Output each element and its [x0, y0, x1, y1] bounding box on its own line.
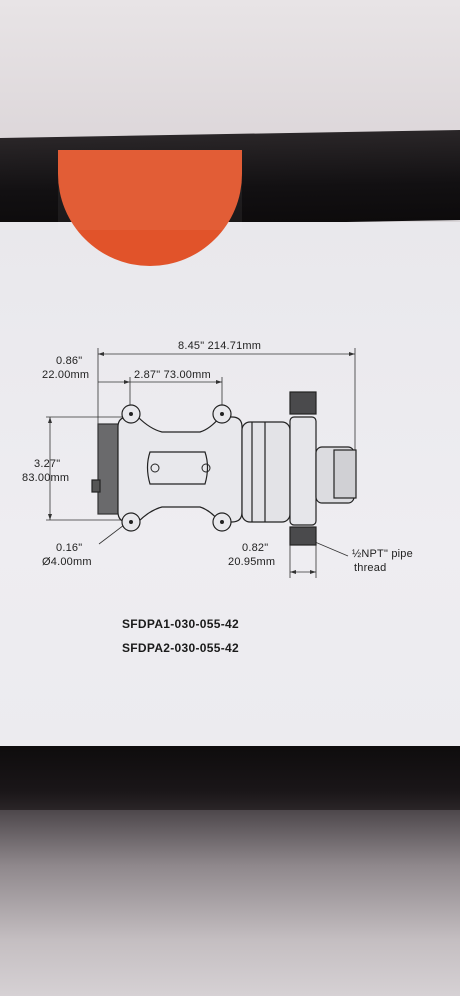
outlet-mm-label: 20.95mm	[228, 556, 276, 568]
mount-spacing-label: 2.87" 73.00mm	[134, 369, 211, 381]
thread-label-line1: ½NPT" pipe	[352, 548, 413, 560]
port-offset-in-label: 0.86"	[56, 355, 83, 367]
thread-label-line2: thread	[354, 562, 387, 574]
height-mm-label: 83.00mm	[22, 472, 70, 484]
background-bottom	[0, 810, 460, 996]
hole-dia-mm-label: Ø4.00mm	[42, 556, 92, 568]
pump-body-outline	[91, 391, 357, 546]
background-top	[0, 0, 460, 150]
tape-overlay	[58, 150, 242, 230]
overall-length-label: 8.45" 214.71mm	[178, 340, 262, 352]
box-bottom-black-band	[0, 746, 460, 810]
model-number-2: SFDPA2-030-055-42	[122, 641, 239, 655]
model-number-1: SFDPA1-030-055-42	[122, 617, 239, 631]
hole-dia-in-label: 0.16"	[56, 542, 83, 554]
height-in-label: 3.27"	[34, 458, 61, 470]
outlet-in-label: 0.82"	[242, 542, 269, 554]
pump-dimension-drawing	[46, 348, 357, 578]
port-offset-mm-label: 22.00mm	[42, 369, 90, 381]
